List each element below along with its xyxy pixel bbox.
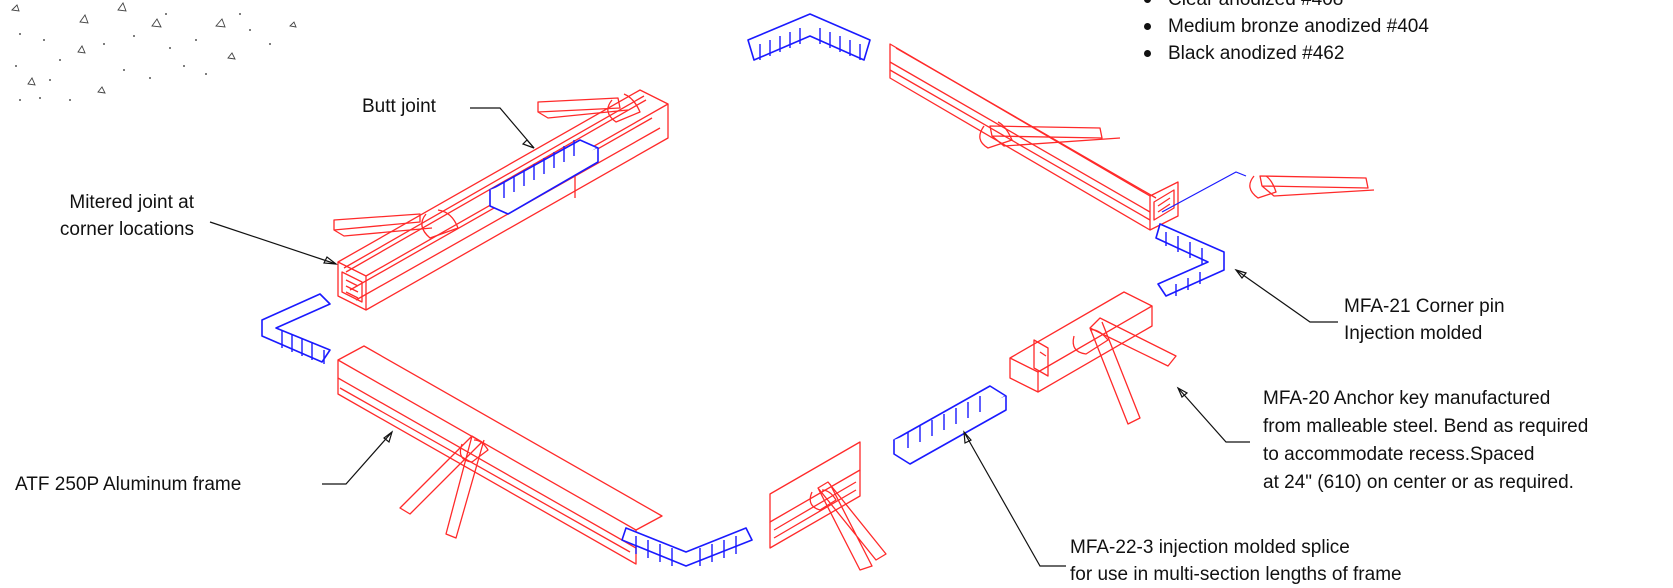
frame-rail-bottom-right: [769, 441, 861, 549]
clips: [261, 13, 1225, 567]
frame-piece-right: [1009, 291, 1153, 393]
anchor-key-label-line3: to accommodate recess.Spaced: [1263, 444, 1535, 465]
splice-bottom: [893, 385, 1007, 465]
anchor-key-label-line1: MFA-20 Anchor key manufactured: [1263, 388, 1551, 409]
corner-pin-left: [261, 293, 331, 364]
finish-item: Medium bronze anodized #404: [1140, 13, 1429, 40]
finish-item: Clear anodized #408: [1140, 0, 1429, 13]
mitered-joint-label-line1: Mitered joint at: [69, 192, 194, 213]
frame-rail-top-right: [889, 43, 1179, 231]
splice-label-line1: MFA-22-3 injection molded splice: [1070, 537, 1350, 558]
anchor-keys: [333, 93, 1375, 571]
corner-pin-top: [747, 13, 871, 61]
aluminum-frame-label: ATF 250P Aluminum frame: [15, 474, 242, 495]
butt-joint-label: Butt joint: [362, 96, 436, 117]
frame-rail-top-left: [337, 89, 669, 311]
anchor-key-label-line2: from malleable steel. Bend as required: [1263, 416, 1589, 437]
mitered-joint-label-line2: corner locations: [59, 219, 194, 240]
corner-pin-label-line2: Injection molded: [1344, 323, 1483, 344]
splice-label-line2: for use in multi-section lengths of fram…: [1070, 564, 1402, 585]
corner-pin-right: [1155, 223, 1225, 297]
corner-pin-label-line1: MFA-21 Corner pin: [1344, 296, 1505, 317]
finish-item: Black anodized #462: [1140, 40, 1429, 67]
leader-lines: [209, 107, 1338, 567]
splice-top-left: [489, 139, 599, 215]
frame-rail-bottom-left: [337, 345, 663, 565]
concrete-hatch: [11, 2, 297, 101]
corner-pin-bottom: [621, 527, 753, 567]
blue-leader: [1161, 171, 1247, 213]
anchor-key-label-line4: at 24" (610) on center or as required.: [1263, 472, 1574, 493]
finish-options-list: Clear anodized #408 Medium bronze anodiz…: [1140, 0, 1429, 67]
